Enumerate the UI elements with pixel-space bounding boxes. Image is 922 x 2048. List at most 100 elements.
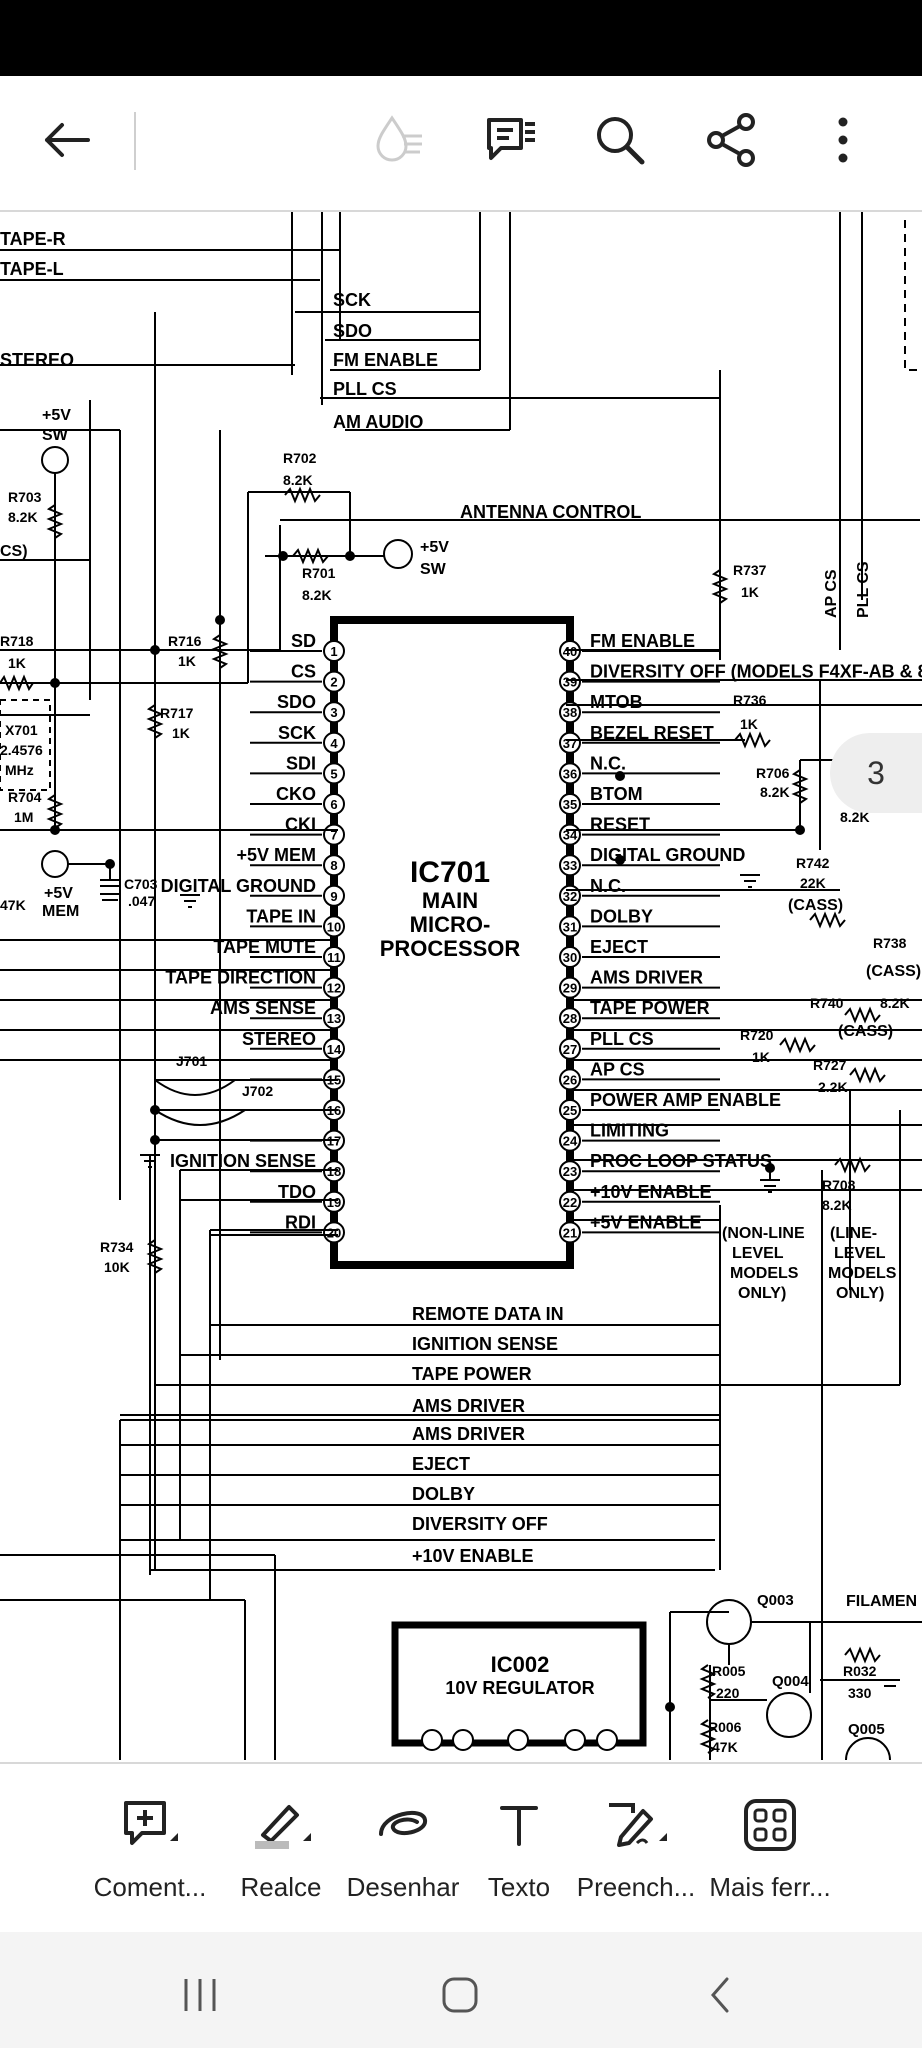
component-label: 2.4576 (0, 742, 43, 758)
bus-label: FM ENABLE (333, 350, 438, 370)
nav-back-icon[interactable] (680, 1955, 760, 2035)
component-label: SW (42, 427, 69, 444)
pin-number: 1 (330, 644, 337, 659)
pin-circle (323, 884, 345, 907)
component-label: R706 (756, 765, 790, 781)
tool-draw[interactable]: Desenhar (333, 1790, 473, 1910)
top-toolbar (0, 76, 922, 212)
pin-label: RESET (590, 815, 650, 835)
bus-label: IGNITION SENSE (412, 1334, 558, 1354)
draw-icon (333, 1790, 473, 1860)
pin-label: EJECT (590, 937, 648, 957)
bus-label: EJECT (412, 1454, 470, 1474)
tool-text[interactable]: Texto (449, 1790, 589, 1910)
bus-label: TAPE-L (0, 259, 64, 279)
pin-label: CKI (285, 815, 316, 835)
bus-label: AMS DRIVER (412, 1396, 525, 1416)
component-label: R704 (8, 789, 42, 805)
pin-number: 27 (563, 1042, 577, 1057)
pin-circle (559, 915, 581, 938)
component-label: 1K (741, 584, 759, 600)
toolbar-divider (134, 112, 136, 170)
comment-add-icon (80, 1790, 220, 1860)
component-label: (CASS) (838, 1023, 893, 1040)
component-label: 8.2K (880, 995, 910, 1011)
pin-circle (323, 640, 345, 662)
component-label: LEVEL (834, 1245, 886, 1262)
more-tools-icon (700, 1790, 840, 1860)
back-arrow-icon[interactable] (32, 105, 102, 175)
pin-circle (323, 670, 345, 693)
component-label: Q003 (757, 1592, 794, 1609)
pin-circle (323, 1007, 345, 1030)
bus-label: TAPE-R (0, 229, 66, 249)
component-label: 8.2K (840, 809, 870, 825)
recents-icon[interactable] (160, 1955, 240, 2035)
liquid-mode-icon[interactable] (365, 105, 435, 175)
tool-label: Coment... (93, 1872, 207, 1902)
more-vertical-icon[interactable] (808, 105, 878, 175)
bus-label: AM AUDIO (333, 412, 423, 432)
pin-number: 25 (563, 1103, 577, 1118)
pin-circle (559, 1007, 581, 1030)
tool-label: Realce (240, 1872, 322, 1902)
bus-label: ANTENNA CONTROL (460, 502, 641, 522)
pin-number: 35 (563, 797, 577, 812)
tool-highlight[interactable]: Realce (211, 1790, 351, 1910)
bus-label: +10V ENABLE (412, 1546, 534, 1566)
component-label: X701 (5, 722, 38, 738)
pin-circle (323, 1221, 345, 1244)
pin-label: AMS DRIVER (590, 968, 703, 988)
component-label: (CASS) (788, 897, 843, 914)
pin-number: 16 (327, 1103, 341, 1118)
component-label: R703 (8, 489, 42, 505)
component-label: 47K (0, 897, 26, 913)
pin-label: MTOB (590, 692, 643, 712)
tool-more[interactable]: Mais ferr... (700, 1790, 840, 1910)
bus-label: AMS DRIVER (412, 1424, 525, 1444)
component-label: ONLY) (836, 1285, 884, 1302)
tool-label: Mais ferr... (709, 1872, 831, 1902)
pin-label: N.C. (590, 876, 626, 896)
tool-label: Preench... (576, 1872, 696, 1902)
component-label: +5V (42, 407, 71, 424)
tool-comment[interactable]: Coment... (80, 1790, 220, 1910)
pin-number: 17 (327, 1134, 341, 1149)
pin-number: 18 (327, 1164, 341, 1179)
search-icon[interactable] (585, 105, 655, 175)
component-label: C703 (124, 876, 158, 892)
component-label: 220 (716, 1685, 740, 1701)
pin-circle (559, 976, 581, 999)
pin-label: CS (291, 662, 316, 682)
component-label: 47K (712, 1739, 738, 1755)
home-icon[interactable] (420, 1955, 500, 2035)
status-bar (0, 0, 922, 76)
component-label: PLL CS (855, 561, 872, 618)
pin-label: SDO (277, 692, 316, 712)
component-label: (NON-LINE (722, 1225, 805, 1242)
pin-label: DIGITAL GROUND (161, 876, 316, 896)
pin-number: 34 (563, 828, 578, 843)
pin-circle (559, 762, 581, 785)
pin-circle (323, 946, 345, 968)
pin-number: 29 (563, 981, 577, 996)
component-label: 1K (178, 653, 196, 669)
component-label: Q004 (772, 1673, 809, 1690)
component-label: 2.2K (818, 1079, 848, 1095)
comment-list-icon[interactable] (476, 105, 546, 175)
page-number-badge[interactable]: 3 (830, 733, 922, 813)
component-label: +5V (420, 539, 449, 556)
share-icon[interactable] (697, 105, 767, 175)
pin-label: TAPE MUTE (213, 937, 316, 957)
component-label: FILAMEN (846, 1593, 917, 1610)
pin-number: 11 (327, 950, 341, 965)
pin-circle (559, 1129, 581, 1152)
pin-number: 21 (563, 1225, 577, 1240)
pin-number: 19 (327, 1195, 341, 1210)
component-label: R740 (810, 995, 844, 1011)
component-label: 1M (14, 809, 33, 825)
pin-number: 2 (330, 675, 337, 690)
tool-fill-sign[interactable]: Preench... (566, 1790, 706, 1910)
